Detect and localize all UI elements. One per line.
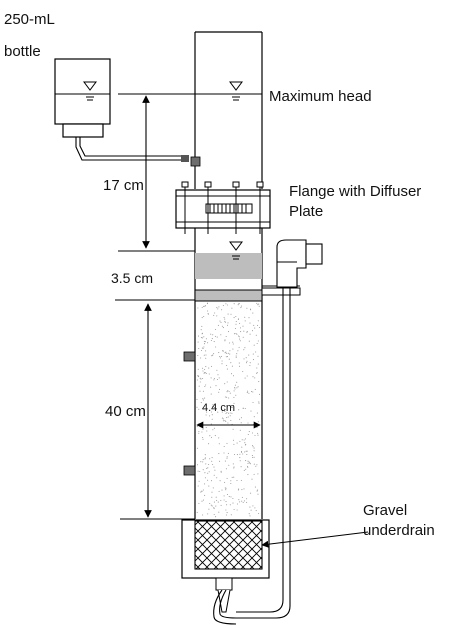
dim-media-label: 40 cm bbox=[105, 403, 146, 420]
water-band bbox=[195, 253, 262, 279]
inlet-port bbox=[190, 156, 201, 167]
overflow-collar bbox=[194, 289, 263, 302]
flange-label-line2: Plate bbox=[289, 203, 323, 220]
dim-diameter-label: 4.4 cm bbox=[202, 402, 235, 414]
sand-texture bbox=[196, 302, 261, 518]
filter-column bbox=[183, 228, 263, 519]
effluent-tube bbox=[213, 288, 291, 625]
dimension-head bbox=[118, 95, 195, 252]
bottle bbox=[54, 58, 189, 162]
gravel-label-line1: Gravel bbox=[363, 502, 407, 519]
bottle-body bbox=[54, 58, 111, 125]
gravel-leader bbox=[261, 531, 369, 548]
overflow-elbow bbox=[276, 239, 307, 288]
sampling-port-upper bbox=[183, 351, 196, 362]
sand-media bbox=[196, 302, 261, 518]
dim-water-label: 3.5 cm bbox=[111, 270, 153, 286]
gravel-label-line2: underdrain bbox=[363, 522, 435, 539]
sampling-port-lower bbox=[183, 465, 196, 476]
dimension-media bbox=[120, 303, 195, 520]
diffuser-plate bbox=[205, 203, 253, 214]
bottle-label-line2: bottle bbox=[4, 43, 41, 60]
drain-nipple bbox=[215, 577, 233, 591]
tube-connector bbox=[181, 155, 189, 162]
dim-head-label: 17 cm bbox=[103, 177, 144, 194]
bottle-cap bbox=[62, 123, 104, 138]
gravel-hatch bbox=[194, 520, 263, 570]
max-head-label: Maximum head bbox=[269, 88, 372, 105]
head-column bbox=[190, 31, 263, 189]
column-level-triangle bbox=[229, 241, 243, 251]
gravel-underdrain bbox=[181, 519, 270, 613]
flange-label-line1: Flange with Diffuser bbox=[289, 183, 421, 200]
flange-diffuser bbox=[175, 181, 271, 234]
bottle-label-line1: 250-mL bbox=[4, 11, 55, 28]
overflow-outlet bbox=[261, 239, 323, 296]
bottle-level-triangle bbox=[83, 81, 97, 91]
head-level-triangle bbox=[229, 81, 243, 91]
feed-tube bbox=[75, 137, 188, 161]
